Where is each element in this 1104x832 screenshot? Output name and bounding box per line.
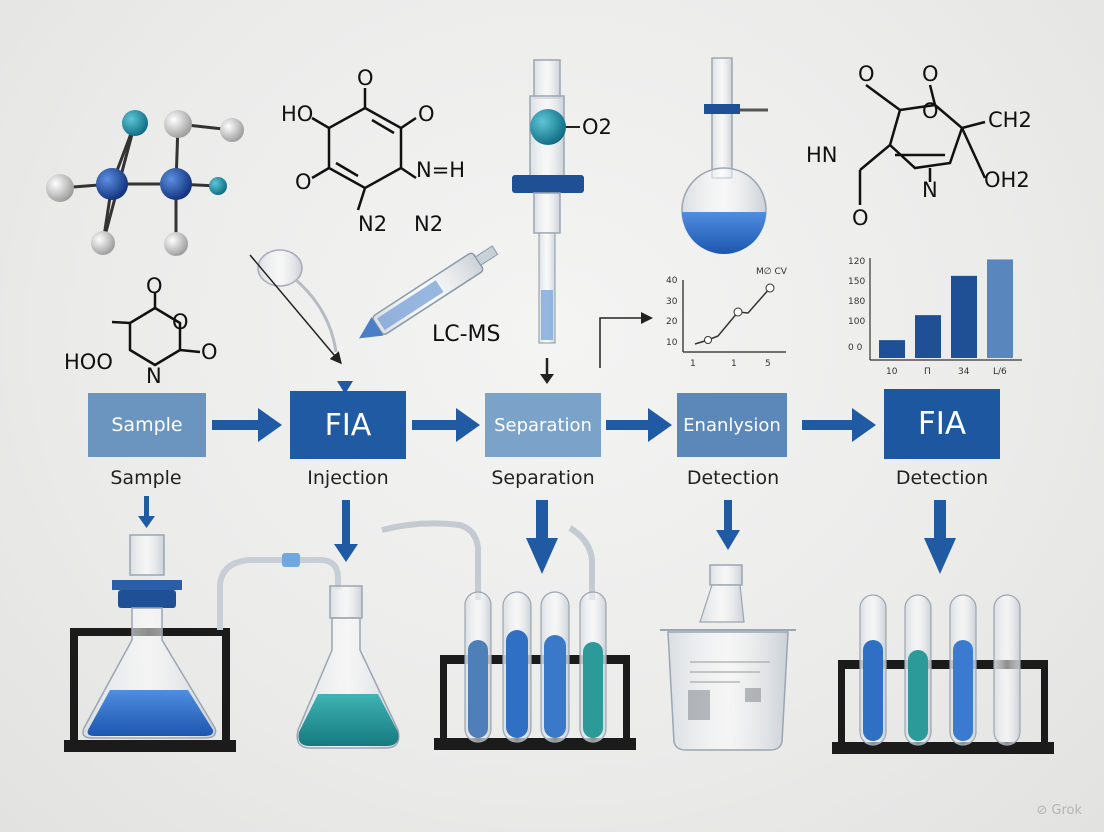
bar-xtick-0: 10 <box>886 367 898 377</box>
phenol-nh: N=H <box>416 158 466 182</box>
watermark: ⊘ Grok <box>1036 803 1082 818</box>
lactone-n: N <box>146 364 162 388</box>
delivery-tubes <box>381 520 595 600</box>
down-arrow-separation <box>526 500 558 574</box>
lineplot-xtick-1a: 1 <box>690 359 696 369</box>
flow-arrow-4 <box>802 408 876 442</box>
stage-box-separation: Separation <box>485 393 601 457</box>
down-arrow-injection <box>334 500 358 562</box>
lineplot-xtick-5: 5 <box>765 359 771 369</box>
beaker <box>660 564 796 751</box>
lineplot-ytick-40: 40 <box>666 276 678 286</box>
injection-pointer <box>337 381 353 394</box>
phenol-o-top: O <box>357 66 374 90</box>
right-o2: O <box>922 62 939 86</box>
bar-ytick-0: 120 <box>848 257 866 267</box>
filtration-apparatus <box>64 534 236 752</box>
structure-lactone <box>111 293 201 367</box>
lcms-label: LC-MS <box>432 322 501 347</box>
bar-xtick-3: L/6 <box>993 367 1007 377</box>
lactone-o-ring: O <box>172 310 189 334</box>
grok-logo-icon: ⊘ <box>1036 803 1048 818</box>
caption-injection: Injection <box>307 467 389 489</box>
bar-ytick-1: 150 <box>848 277 866 287</box>
conical-flask-teal <box>296 585 400 749</box>
tube-5 <box>859 594 887 746</box>
lineplot-ytick-20: 20 <box>666 317 678 327</box>
flow-arrow-1 <box>212 408 282 442</box>
phenol-o-right: O <box>418 102 435 126</box>
bar-1 <box>915 315 941 358</box>
tube-8 <box>993 594 1021 746</box>
caption-detection-2: Detection <box>895 467 989 489</box>
down-arrows <box>138 496 956 574</box>
syringe <box>359 245 499 339</box>
stage-box-fia-injection: FIA <box>290 391 406 459</box>
flow-arrows <box>212 381 876 442</box>
tube-7 <box>949 594 977 746</box>
phenol-n2-a: N2 <box>358 212 388 236</box>
right-o-ring: O <box>922 99 939 123</box>
bar-xtick-2: 34 <box>958 367 970 377</box>
lineplot-ytick-30: 30 <box>666 297 678 307</box>
caption-sample: Sample <box>110 467 182 489</box>
structure-phenol <box>311 88 417 211</box>
tube-3 <box>540 591 570 743</box>
watermark-text: Grok <box>1051 803 1082 818</box>
right-ch2: CH2 <box>988 108 1032 132</box>
bar-3 <box>987 259 1013 358</box>
bar-2 <box>951 275 977 358</box>
flow-arrow-3 <box>606 408 672 442</box>
right-o-bottom: O <box>852 206 869 230</box>
connecting-tube <box>217 553 341 630</box>
down-arrow-fia <box>924 500 956 574</box>
stage-box-sample: Sample <box>88 393 206 457</box>
right-n: N <box>922 178 938 202</box>
phenol-n2-b: N2 <box>414 212 444 236</box>
right-o1: O <box>858 62 875 86</box>
round-flask <box>681 57 768 254</box>
bar-series <box>879 259 1013 358</box>
bar-ytick-2: 180 <box>848 297 866 307</box>
stage-box-fia-detection: FIA <box>884 389 1000 459</box>
tube-6 <box>904 594 932 746</box>
flow-arrow-2 <box>412 408 480 442</box>
bar-0 <box>879 340 905 358</box>
bar-ytick-3: 100 <box>848 317 866 327</box>
tube-2 <box>502 591 532 743</box>
down-arrow-detection <box>716 500 740 550</box>
caption-separation: Separation <box>491 467 595 489</box>
bar-xtick-1: Π <box>924 367 931 377</box>
separation-column <box>512 59 584 384</box>
tube-4 <box>579 591 607 743</box>
phenol-ho: HO <box>281 102 314 126</box>
phenol-o-left: O <box>295 170 312 194</box>
right-hn: HN <box>806 143 838 167</box>
o2-label: O2 <box>582 115 612 139</box>
lineplot-ytick-10: 10 <box>666 338 678 348</box>
lactone-o-right: O <box>201 340 218 364</box>
lactone-o-top: O <box>146 274 163 298</box>
test-tube-rack-1 <box>434 591 636 750</box>
bulb-pipette <box>249 249 342 365</box>
lactone-hoo: HOO <box>64 350 113 374</box>
structure-right <box>858 83 987 205</box>
right-oh2: OH2 <box>984 168 1030 192</box>
stage-box-analysis: Enanlysion <box>677 393 787 457</box>
line-plot <box>599 280 786 368</box>
caption-detection-1: Detection <box>686 467 780 489</box>
bar-ytick-4: 0 0 <box>848 343 863 353</box>
lineplot-annotation: M∅ CV <box>756 267 787 277</box>
molecule-model <box>46 110 244 256</box>
bar-chart-axes <box>869 258 1022 361</box>
lineplot-xtick-1b: 1 <box>731 359 737 369</box>
tube-1 <box>464 591 492 743</box>
down-arrow-sample <box>138 496 155 528</box>
test-tube-rack-2 <box>832 594 1054 754</box>
